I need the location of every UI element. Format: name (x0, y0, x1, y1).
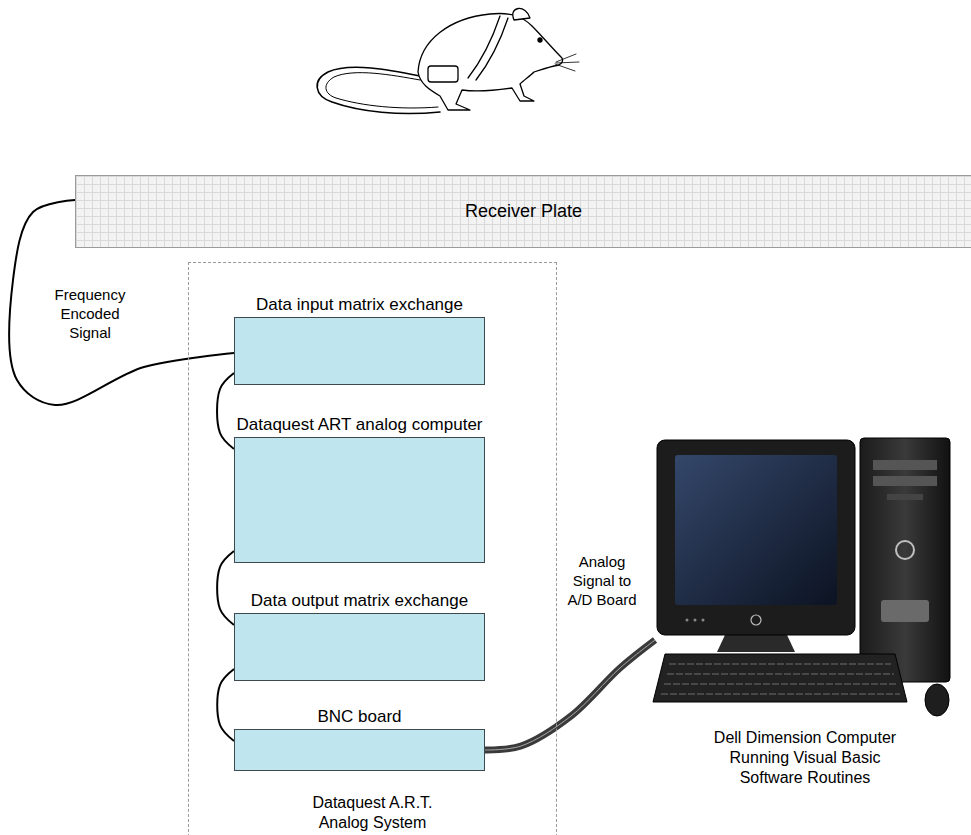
plate-label: Receiver Plate (465, 200, 582, 223)
monitor-light (694, 619, 697, 622)
tower-drive (873, 476, 937, 486)
module-box: Dataquest ART analog computer (234, 437, 485, 563)
keyboard (653, 654, 907, 702)
module-label: Dataquest ART analog computer (236, 414, 482, 435)
tower-logo (896, 541, 914, 559)
computer-illustration (653, 438, 950, 716)
signal-cable (485, 640, 655, 750)
rat-ear (513, 8, 530, 20)
computer-label: Dell Dimension Computer Running Visual B… (705, 728, 905, 788)
monitor-light (702, 619, 705, 622)
system-label: Dataquest A.R.T. Analog System (298, 793, 448, 833)
module-box: BNC board (234, 729, 485, 771)
connector-group (217, 551, 234, 625)
module-label: Data input matrix exchange (256, 294, 463, 315)
module-box: Data input matrix exchange (234, 317, 485, 385)
connector-group (485, 640, 655, 750)
monitor-screen (675, 455, 837, 605)
module-label: Data output matrix exchange (251, 590, 468, 611)
monitor-stand (717, 635, 795, 652)
monitor-light (686, 619, 689, 622)
tower-drive (873, 460, 937, 470)
tower-case (860, 438, 950, 682)
receiver-plate: Receiver Plate (75, 175, 971, 248)
system-boundary: Data input matrix exchangeDataquest ART … (188, 262, 557, 835)
rat-whiskers (555, 54, 579, 71)
signal-wire (217, 373, 234, 449)
monitor-frame (657, 440, 855, 635)
mouse (925, 684, 949, 716)
signal-label: Analog Signal to A/D Board (560, 553, 644, 609)
connector-group (217, 373, 234, 449)
module-box: Data output matrix exchange (234, 613, 485, 681)
signal-wire (217, 669, 234, 741)
computer-station: Dell Dimension Computer Running Visual B… (655, 430, 955, 820)
harness-strap (468, 16, 508, 80)
rat-eye (538, 38, 542, 42)
module-label: BNC board (317, 706, 401, 727)
rat-body (418, 14, 563, 111)
rat-illustration (317, 8, 579, 113)
tower-drive (887, 494, 923, 500)
transmitter-implant (428, 66, 458, 82)
signal-label: Frequency Encoded Signal (44, 286, 136, 342)
tower-panel (881, 600, 929, 622)
monitor-logo (751, 615, 761, 625)
connector-group (217, 669, 234, 741)
cable-strands (485, 640, 655, 750)
signal-wire (217, 551, 234, 625)
keyboard-keys (661, 664, 900, 694)
